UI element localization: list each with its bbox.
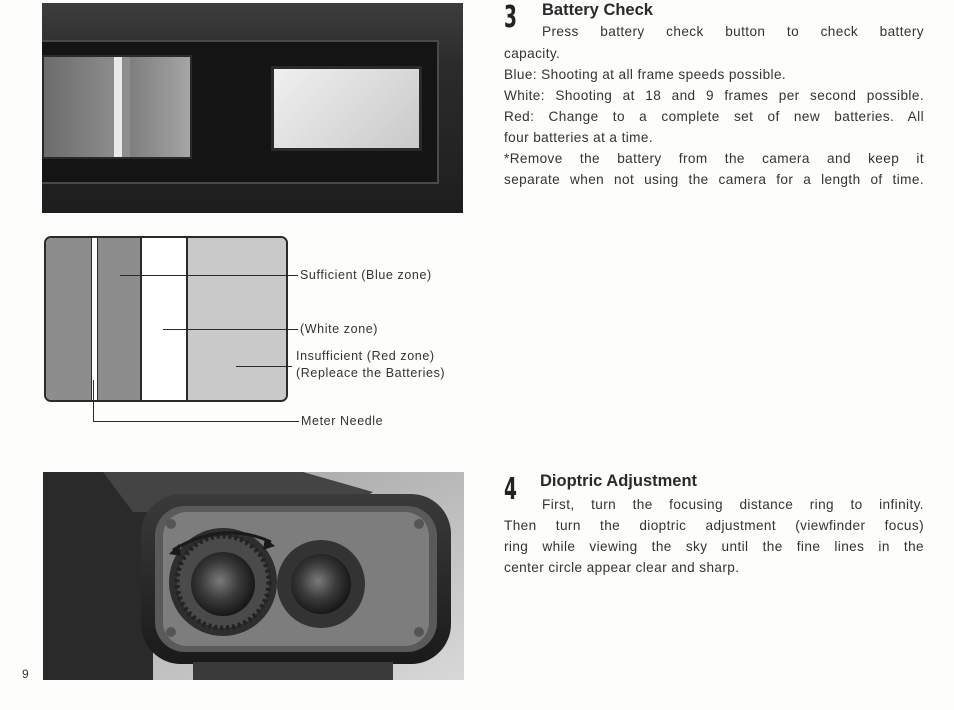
section-4-title: Dioptric Adjustment xyxy=(540,472,698,490)
section-3-number: 3 xyxy=(504,0,517,35)
section-3-line-6: four batteries at a time. xyxy=(504,130,654,145)
section-4-line-3: ring while viewing the sky until the fin… xyxy=(504,539,924,554)
section-4-line-4: center circle appear clear and sharp. xyxy=(504,560,740,575)
leader-sufficient xyxy=(120,275,298,277)
white-zone xyxy=(140,238,188,400)
section-3-line-3: Blue: Shooting at all frame speeds possi… xyxy=(504,67,787,82)
section-3-line-4: White: Shooting at 18 and 9 frames per s… xyxy=(504,88,924,103)
camera-eyepiece-photo xyxy=(43,472,464,680)
meter-needle xyxy=(91,238,98,400)
label-meter-needle: Meter Needle xyxy=(301,414,384,428)
leader-white xyxy=(163,329,298,331)
photo-battery-gauge xyxy=(42,55,192,159)
battery-meter-diagram xyxy=(44,236,288,402)
section-3-title: Battery Check xyxy=(542,1,653,19)
section-4-line-2: Then turn the dioptric adjustment (viewf… xyxy=(504,518,924,533)
photo-gauge-band xyxy=(130,57,190,157)
section-4-line-1: First, turn the focusing distance ring t… xyxy=(542,497,924,512)
label-sufficient: Sufficient (Blue zone) xyxy=(300,268,432,282)
label-insufficient: Insufficient (Red zone) xyxy=(296,349,435,363)
leader-needle-vertical xyxy=(93,380,95,422)
photo-battery-check-button xyxy=(271,66,422,151)
section-3-line-8: separate when not using the camera for a… xyxy=(504,172,924,187)
section-3-line-7: *Remove the battery from the camera and … xyxy=(504,151,924,166)
camera-eyepiece-illustration xyxy=(43,472,464,680)
section-3-line-1: Press battery check button to check batt… xyxy=(542,24,924,39)
page-number: 9 xyxy=(22,667,29,681)
label-replace-batteries: (Repleace the Batteries) xyxy=(296,366,446,380)
photo-gauge-needle xyxy=(114,57,122,157)
section-3-line-2: capacity. xyxy=(504,46,561,61)
section-3-line-5: Red: Change to a complete set of new bat… xyxy=(504,109,924,124)
red-zone xyxy=(188,238,286,400)
leader-needle xyxy=(93,421,299,423)
battery-window-photo xyxy=(42,3,463,213)
leader-insufficient xyxy=(236,366,292,368)
label-white-zone: (White zone) xyxy=(300,322,379,336)
section-4-number: 4 xyxy=(504,472,517,507)
